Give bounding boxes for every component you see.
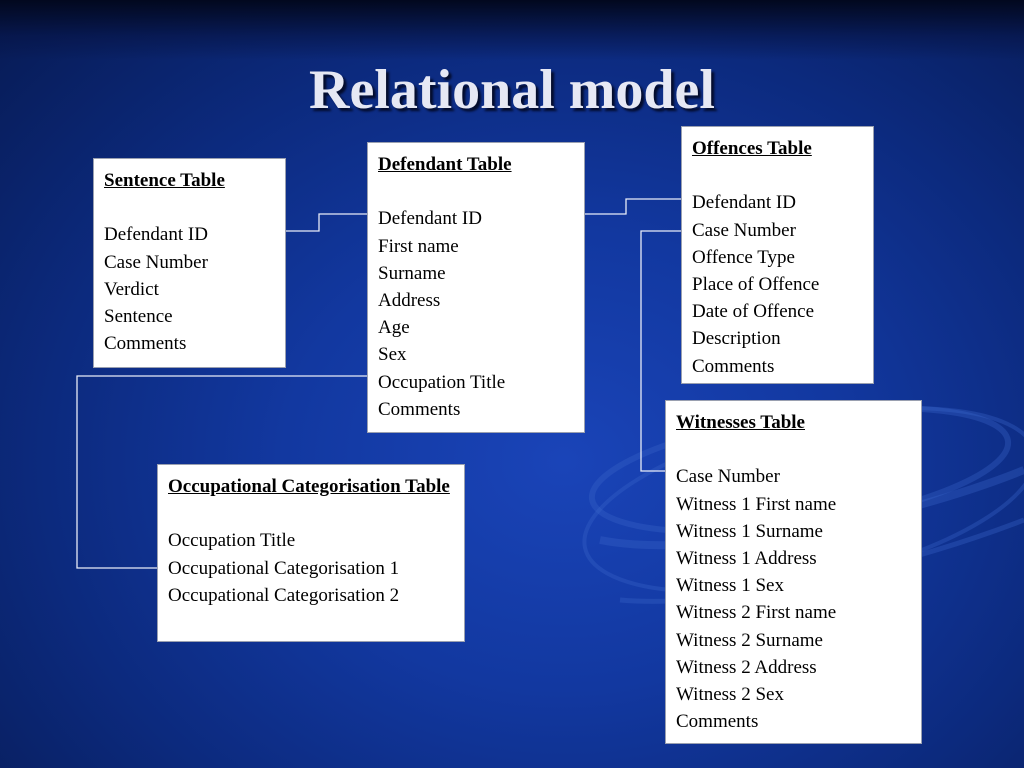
witnesses-field: Witness 2 Surname bbox=[676, 629, 823, 651]
sentence-table-title: Sentence Table bbox=[104, 170, 225, 191]
occupational-field: Occupation Title bbox=[168, 530, 296, 552]
connector-defendant-occupational bbox=[76, 375, 368, 569]
sentence-field: Case Number bbox=[104, 251, 208, 273]
occupational-categorisation-table: Occupational Categorisation Table Occupa… bbox=[157, 464, 465, 642]
defendant-field: Comments bbox=[378, 398, 461, 420]
witnesses-table-title: Witnesses Table bbox=[676, 412, 805, 433]
witnesses-field: Witness 2 Address bbox=[676, 656, 817, 678]
defendant-field: Occupation Title bbox=[378, 371, 506, 393]
defendant-field: First name bbox=[378, 235, 459, 257]
defendant-table: Defendant Table Defendant ID First name … bbox=[367, 142, 585, 433]
witnesses-field: Witness 1 First name bbox=[676, 493, 837, 515]
offences-table: Offences Table Defendant ID Case Number … bbox=[681, 126, 874, 384]
witnesses-field: Witness 2 Sex bbox=[676, 684, 784, 706]
defendant-field: Address bbox=[378, 290, 441, 311]
slide-title: Relational model bbox=[309, 59, 715, 121]
offences-field: Comments bbox=[692, 355, 775, 377]
connector-defendant-offences bbox=[584, 198, 682, 215]
defendant-field: Defendant ID bbox=[378, 208, 482, 230]
witnesses-table: Witnesses Table Case Number Witness 1 Fi… bbox=[665, 400, 922, 744]
sentence-field: Defendant ID bbox=[104, 224, 208, 246]
sentence-table: Sentence Table Defendant ID Case Number … bbox=[93, 158, 286, 368]
defendant-field: Sex bbox=[378, 344, 407, 366]
offences-field: Description bbox=[692, 328, 781, 350]
witnesses-field: Witness 1 Address bbox=[676, 548, 817, 569]
witnesses-field: Witness 1 Surname bbox=[676, 520, 823, 542]
offences-field: Defendant ID bbox=[692, 192, 796, 214]
occupational-field: Occupational Categorisation 2 bbox=[168, 584, 400, 606]
offences-field: Case Number bbox=[692, 219, 796, 241]
witnesses-field: Witness 2 First name bbox=[676, 602, 837, 624]
offences-field: Date of Offence bbox=[692, 301, 815, 323]
defendant-field: Age bbox=[378, 317, 410, 339]
offences-field: Offence Type bbox=[692, 246, 795, 268]
top-shadow-band bbox=[0, 0, 1024, 60]
offences-field: Place of Offence bbox=[692, 274, 820, 295]
defendant-table-title: Defendant Table bbox=[378, 154, 512, 175]
connector-offences-witnesses bbox=[640, 230, 682, 472]
occupational-field: Occupational Categorisation 1 bbox=[168, 557, 400, 579]
witnesses-field: Witness 1 Sex bbox=[676, 575, 784, 597]
sentence-field: Comments bbox=[104, 333, 187, 355]
sentence-field: Verdict bbox=[104, 278, 159, 300]
witnesses-field: Case Number bbox=[676, 466, 780, 488]
connector-sentence-defendant bbox=[286, 213, 368, 232]
occupational-table-title: Occupational Categorisation Table bbox=[168, 476, 450, 497]
witnesses-field: Comments bbox=[676, 711, 759, 733]
defendant-field: Surname bbox=[378, 262, 446, 284]
offences-table-title: Offences Table bbox=[692, 138, 812, 159]
sentence-field: Sentence bbox=[104, 306, 173, 327]
